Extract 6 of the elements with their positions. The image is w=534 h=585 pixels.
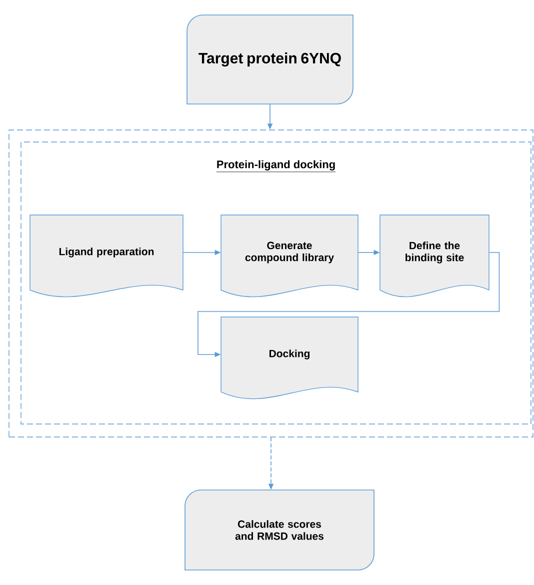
- process-box: Target protein 6YNQ: [186, 14, 354, 104]
- document-box: Define the binding site: [380, 214, 490, 298]
- process-box: Calculate scores and RMSD values: [184, 490, 374, 570]
- document-box: Docking: [220, 316, 358, 400]
- document-box: Ligand preparation: [30, 214, 184, 298]
- document-box: Generate compound library: [220, 214, 358, 298]
